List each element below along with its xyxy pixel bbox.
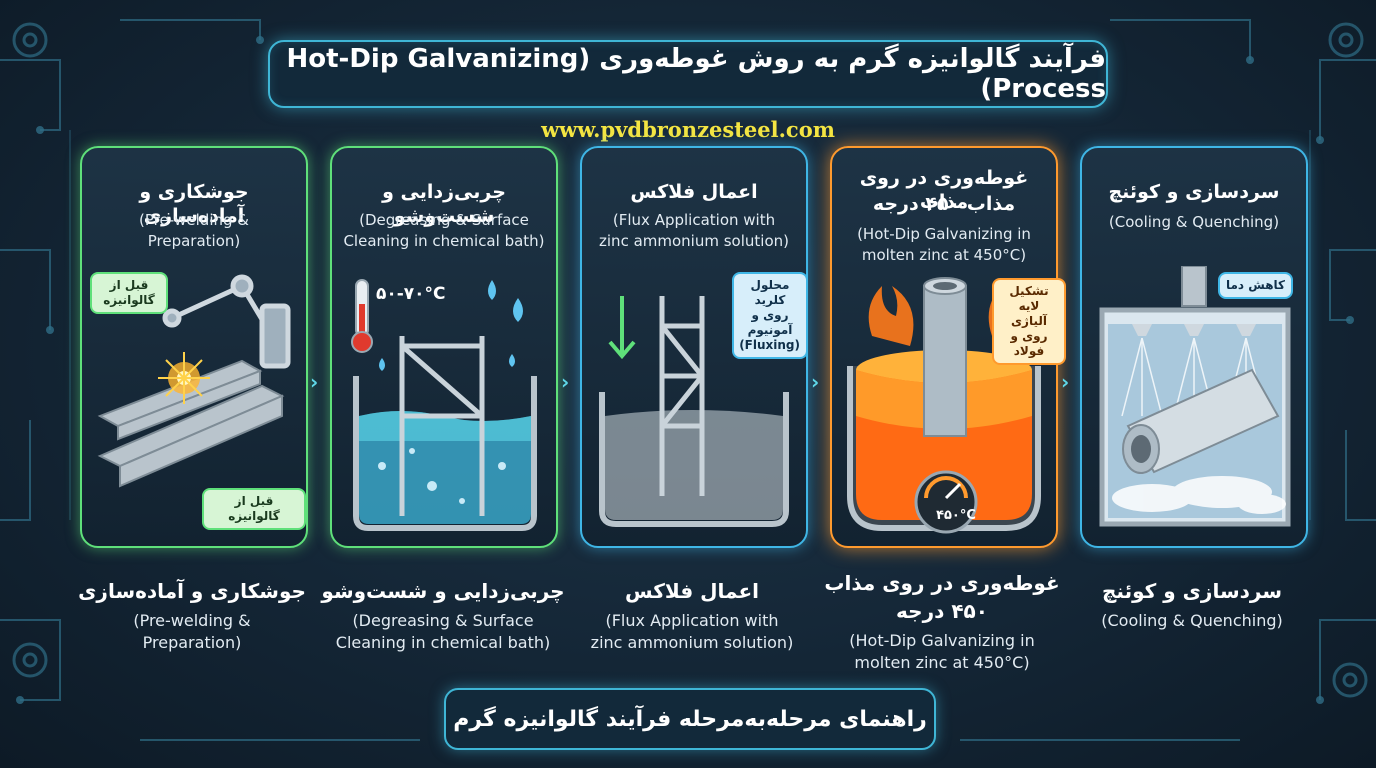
step-card-cooling: سردسازی و کوئنچ (Cooling & Quenching): [1080, 146, 1308, 548]
step-subtitle-line2: molten zinc at 450°C): [861, 246, 1027, 264]
steel-frame-icon: [659, 296, 705, 496]
steel-pipe-icon: [1122, 368, 1280, 474]
callout-alloy-layer: تشکیل لایه آلیاژی روی و فولاد: [992, 278, 1066, 365]
step-title: سردسازی و کوئنچ: [1108, 181, 1280, 203]
callout-line: آلیاژی: [1011, 314, 1047, 328]
step-subtitle: (Cooling & Quenching): [1108, 213, 1280, 231]
thermometer-icon: [351, 279, 373, 353]
step-subtitle-line1: (Hot-Dip Galvanizing in: [857, 225, 1031, 243]
lower-label-title: اعمال فلاکس: [625, 579, 759, 603]
tank-icon: [353, 376, 537, 531]
welding-illustration: [97, 274, 291, 488]
temperature-label: ۵۰-۷۰°C: [376, 284, 446, 304]
page-title: فرآیند گالوانیزه گرم به روش غوطه‌وری (Ho…: [286, 44, 1106, 104]
lower-label-line1: (Flux Application with: [605, 611, 779, 630]
molten-zinc-illustration: [847, 277, 1041, 534]
callout-flux-solution: محلول کلرید روی و آمونیوم (Fluxing): [732, 272, 808, 359]
step-subtitle-line2: Cleaning in chemical bath): [343, 232, 545, 250]
step-title-line1: غوطه‌وری در روی مذاب: [859, 167, 1029, 213]
chevron-right-icon: ›: [561, 370, 570, 394]
degreasing-bath-illustration: [351, 279, 537, 531]
lower-label-title-line2: ۴۵۰ درجه: [896, 599, 988, 623]
down-arrow-icon: [608, 296, 636, 360]
spray-pipe-icon: [1181, 266, 1207, 307]
cooling-illustration: [1099, 266, 1291, 527]
flux-bath-illustration: [599, 296, 789, 527]
steel-frame-icon: [399, 336, 485, 516]
lower-label-line1: (Hot-Dip Galvanizing in: [849, 631, 1035, 650]
callout-line: روی و آمونیوم: [747, 308, 793, 337]
step-subtitle-line1: (Flux Application with: [612, 211, 776, 229]
lower-label-title: چربی‌زدایی و شست‌وشو: [321, 579, 565, 603]
callout-line: محلول کلرید: [750, 278, 790, 307]
nozzle-icon: [1132, 324, 1256, 336]
footer-text: راهنمای مرحله‌به‌مرحله فرآیند گالوانیزه …: [453, 706, 927, 732]
chevron-right-icon: ›: [811, 370, 820, 394]
step-title-line2: مذاب ۴۵۰ درجه: [872, 193, 1016, 215]
step-subtitle-line1: (Pre-welding &: [139, 211, 249, 229]
kettle-icon: [847, 350, 1041, 531]
chevron-right-icon: ›: [1061, 370, 1070, 394]
steam-icon: [1112, 476, 1286, 514]
gauge-reading: ۴۵۰°C: [936, 508, 976, 523]
steel-beam-icon: [97, 359, 285, 488]
lower-label-title-line1: غوطه‌وری در روی مذاب: [824, 571, 1060, 595]
callout-temperature-drop: کاهش دما: [1218, 272, 1294, 299]
steel-pipe-icon: [923, 277, 967, 437]
step-title: جوشکاری و آماده‌سازی: [139, 181, 249, 227]
callout-line: (Fluxing): [739, 338, 800, 352]
chevron-right-icon: ›: [310, 370, 319, 394]
tank-icon: [599, 392, 789, 527]
step-subtitle-line2: Preparation): [147, 232, 241, 250]
robot-arm-icon: [162, 274, 291, 369]
lower-label-title: سردسازی و کوئنچ: [1101, 579, 1282, 603]
title-banner: فرآیند گالوانیزه گرم به روش غوطه‌وری (Ho…: [268, 40, 1108, 108]
step-subtitle-line1: (Degreasing & Surface: [359, 211, 529, 229]
step-subtitle-line2: zinc ammonium solution): [599, 232, 789, 250]
footer-banner: راهنمای مرحله‌به‌مرحله فرآیند گالوانیزه …: [444, 688, 936, 750]
lower-label-line1: (Cooling & Quenching): [1101, 611, 1283, 630]
bubbles-icon: [378, 448, 506, 504]
step-title: چربی‌زدایی و شست‌وشو: [382, 181, 506, 227]
step-card-degreasing: چربی‌زدایی و شست‌وشو (Degreasing & Surfa…: [330, 146, 558, 548]
callout-line: تشکیل لایه: [1009, 284, 1049, 313]
spark-icon: [158, 352, 210, 404]
lower-label-title: جوشکاری و آماده‌سازی: [78, 579, 306, 603]
lower-label-line2: molten zinc at 450°C): [854, 653, 1030, 672]
callout-before-galvanizing: قبل از گالوانیزه: [90, 272, 168, 314]
step-card-flux: اعمال فلاکس (Flux Application with zinc …: [580, 146, 808, 548]
gauge-icon: [914, 470, 978, 534]
step-card-welding: جوشکاری و آماده‌سازی (Pre-welding & Prep…: [80, 146, 308, 548]
step-card-hot-dip: غوطه‌وری در روی مذاب مذاب ۴۵۰ درجه (Hot-…: [830, 146, 1066, 548]
lower-label-line1: (Pre-welding &: [133, 611, 251, 630]
gear-icon: [12, 22, 1368, 698]
water-drop-icon: [379, 280, 523, 371]
lower-label-line2: zinc ammonium solution): [590, 633, 794, 652]
lower-label-line1: (Degreasing & Surface: [352, 611, 534, 630]
lower-label-line2: Preparation): [142, 633, 242, 652]
website-url: www.pvdbronzesteel.com: [541, 117, 835, 142]
callout-before-galvanizing-2: قبل از گالوانیزه: [202, 488, 306, 530]
step-title: اعمال فلاکس: [630, 181, 758, 203]
lower-label-line2: Cleaning in chemical bath): [335, 633, 551, 652]
callout-line: روی و فولاد: [1010, 329, 1048, 358]
